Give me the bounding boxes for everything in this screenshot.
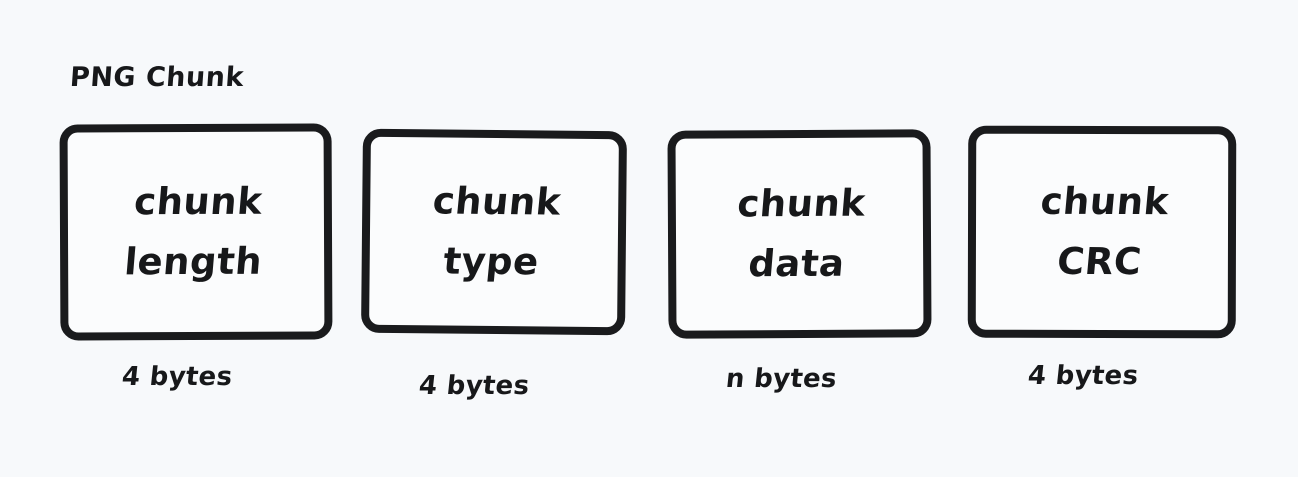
page-title: PNG Chunk [68,62,245,93]
chunk-box-label-chunk-length: chunk length [122,179,265,284]
size-caption-chunk-length: 4 bytes [120,362,234,392]
chunk-box-label-chunk-type: chunk type [430,179,564,284]
chunk-box-label-chunk-crc: chunk CRC [1038,179,1171,284]
size-caption-chunk-type: 4 bytes [417,371,531,401]
chunk-box-chunk-data: chunk data [667,129,932,339]
chunk-box-label-chunk-data: chunk data [736,181,868,286]
chunk-box-chunk-type: chunk type [361,128,627,336]
size-caption-chunk-data: n bytes [724,364,839,394]
chunk-box-chunk-length: chunk length [59,123,333,341]
chunk-box-chunk-crc: chunk CRC [967,125,1237,339]
size-caption-chunk-crc: 4 bytes [1026,361,1140,391]
